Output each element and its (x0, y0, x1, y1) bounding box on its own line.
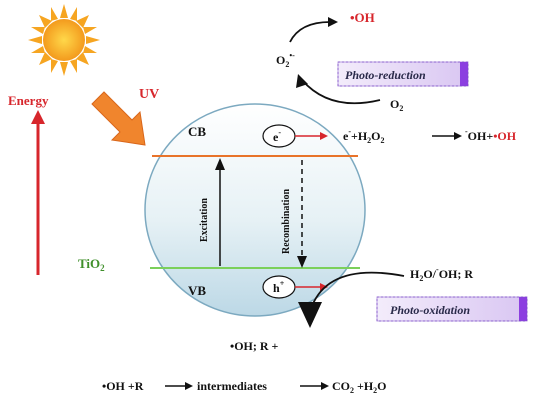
h2o2-reduction-products: -OH+•OH (465, 127, 517, 143)
h2o-oh-r-label: H2O/-OH; R (410, 265, 473, 283)
vb-label: VB (188, 283, 206, 298)
recombination-arrow (297, 160, 307, 268)
intermediates-label: intermediates (197, 379, 267, 393)
uv-label: UV (139, 87, 159, 102)
uv-arrow (91, 91, 146, 146)
electron-label: e- (273, 128, 281, 144)
superoxide-label: O2•- (276, 51, 295, 69)
sun-icon (28, 4, 100, 76)
final-arrow-1 (165, 382, 193, 390)
oxidation-arrow (298, 271, 405, 328)
oh-r-plus-label: •OH; R + (230, 339, 279, 353)
excitation-arrow (215, 158, 225, 266)
photo-reduction-label: Photo-reduction (345, 68, 426, 82)
final-arrow-2 (300, 382, 329, 390)
superoxide-to-oh-arrow (289, 17, 338, 43)
hole-label: h+ (273, 279, 285, 295)
h2o2-reduction-equation: e-+H2O2 (343, 127, 385, 145)
final-reactants: •OH +R (102, 379, 144, 393)
o2-label: O2 (390, 97, 403, 113)
final-products: CO2 +H2O (332, 379, 387, 395)
tio2-particle (144, 103, 366, 317)
recombination-label: Recombination (281, 189, 292, 254)
electron-out-arrow (295, 132, 328, 140)
oh-radical-top: •OH (350, 10, 375, 25)
tio2-label: TiO2 (78, 256, 105, 273)
o2-reduction-arrow (296, 74, 381, 105)
energy-arrow (31, 110, 45, 275)
photo-reduction-box (337, 61, 469, 87)
photo-oxidation-box (376, 296, 528, 322)
energy-label: Energy (8, 93, 49, 108)
cb-label: CB (188, 124, 206, 139)
h2o2-reduction-arrow (432, 132, 462, 140)
excitation-label: Excitation (199, 198, 210, 242)
photo-oxidation-label: Photo-oxidation (390, 303, 470, 317)
